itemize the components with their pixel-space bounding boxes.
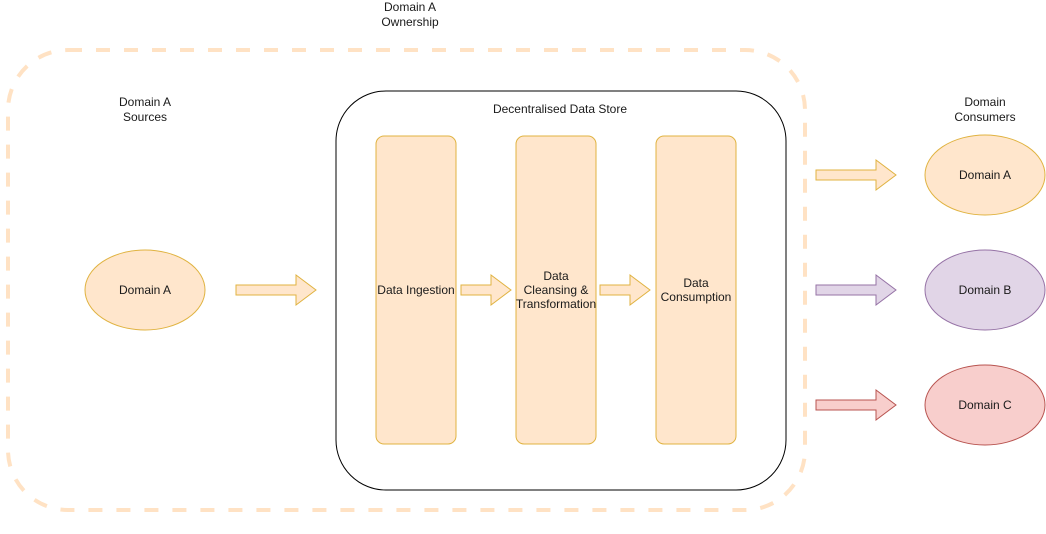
stage-consumption-label: Data Consumption: [660, 276, 732, 304]
sources-label: Domain A Sources: [118, 95, 172, 124]
arrow-cleansing-to-consumption: [599, 274, 651, 306]
consumer-a-label: Domain A: [958, 168, 1012, 182]
ownership-label: Domain A Ownership: [381, 0, 439, 29]
consumer-b-ellipse: [924, 249, 1046, 331]
arrow-to-consumer-c: [815, 389, 897, 421]
stage-ingestion-box: [375, 135, 457, 445]
stage-cleansing-box: [515, 135, 597, 445]
consumer-c-label: Domain C: [958, 398, 1012, 412]
source-node-ellipse: [84, 249, 206, 331]
stage-cleansing-label: Data Cleansing & Transformation: [515, 269, 597, 311]
data-store-title: Decentralised Data Store: [492, 102, 628, 116]
arrow-source-to-store: [235, 274, 317, 306]
arrow-to-consumer-a: [815, 159, 897, 191]
consumer-c-ellipse: [924, 364, 1046, 446]
arrow-to-consumer-b: [815, 274, 897, 306]
stage-consumption-box: [655, 135, 737, 445]
consumer-b-label: Domain B: [958, 283, 1012, 297]
stage-ingestion-label: Data Ingestion: [377, 283, 455, 297]
source-node-label: Domain A: [118, 283, 172, 297]
consumer-a-ellipse: [924, 134, 1046, 216]
ownership-boundary: [6, 48, 807, 512]
data-store-container: [335, 90, 787, 491]
consumers-label: Domain Consumers: [954, 95, 1016, 124]
arrow-ingestion-to-cleansing: [460, 274, 512, 306]
